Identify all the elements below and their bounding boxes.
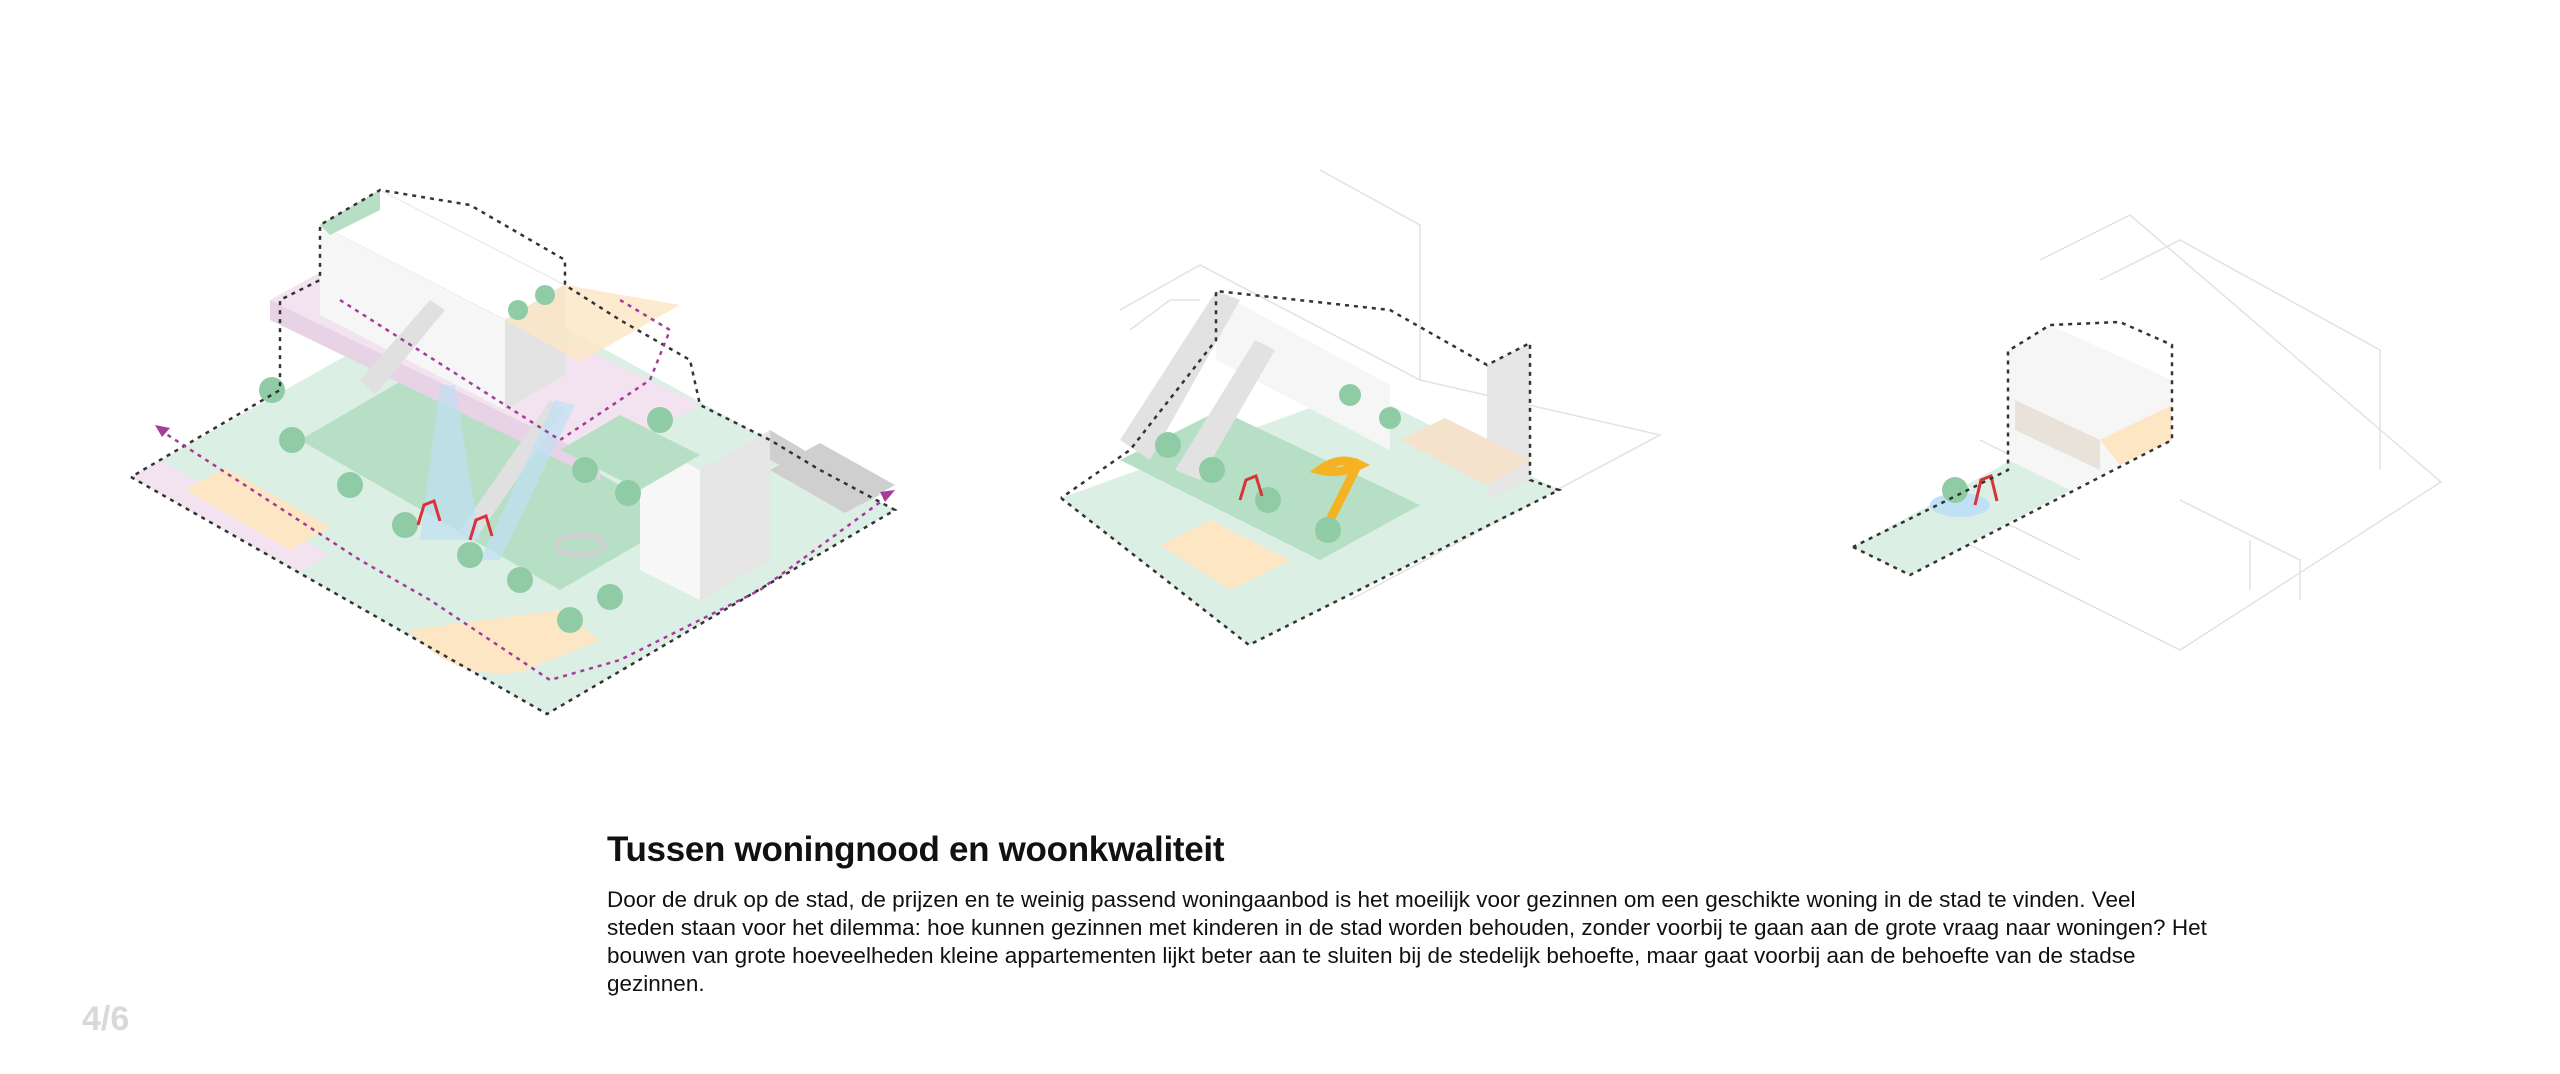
slide-body-text: Door de druk op de stad, de prijzen en t… — [607, 887, 2207, 996]
illustration-full-building — [130, 188, 898, 716]
isometric-illustrations — [130, 169, 2443, 716]
illustration-single-dwelling — [1852, 214, 2443, 651]
slide-title: Tussen woningnood en woonkwaliteit — [607, 830, 1225, 869]
page-indicator: 4/6 — [82, 1000, 130, 1038]
illustration-building-slice — [1060, 169, 1663, 647]
